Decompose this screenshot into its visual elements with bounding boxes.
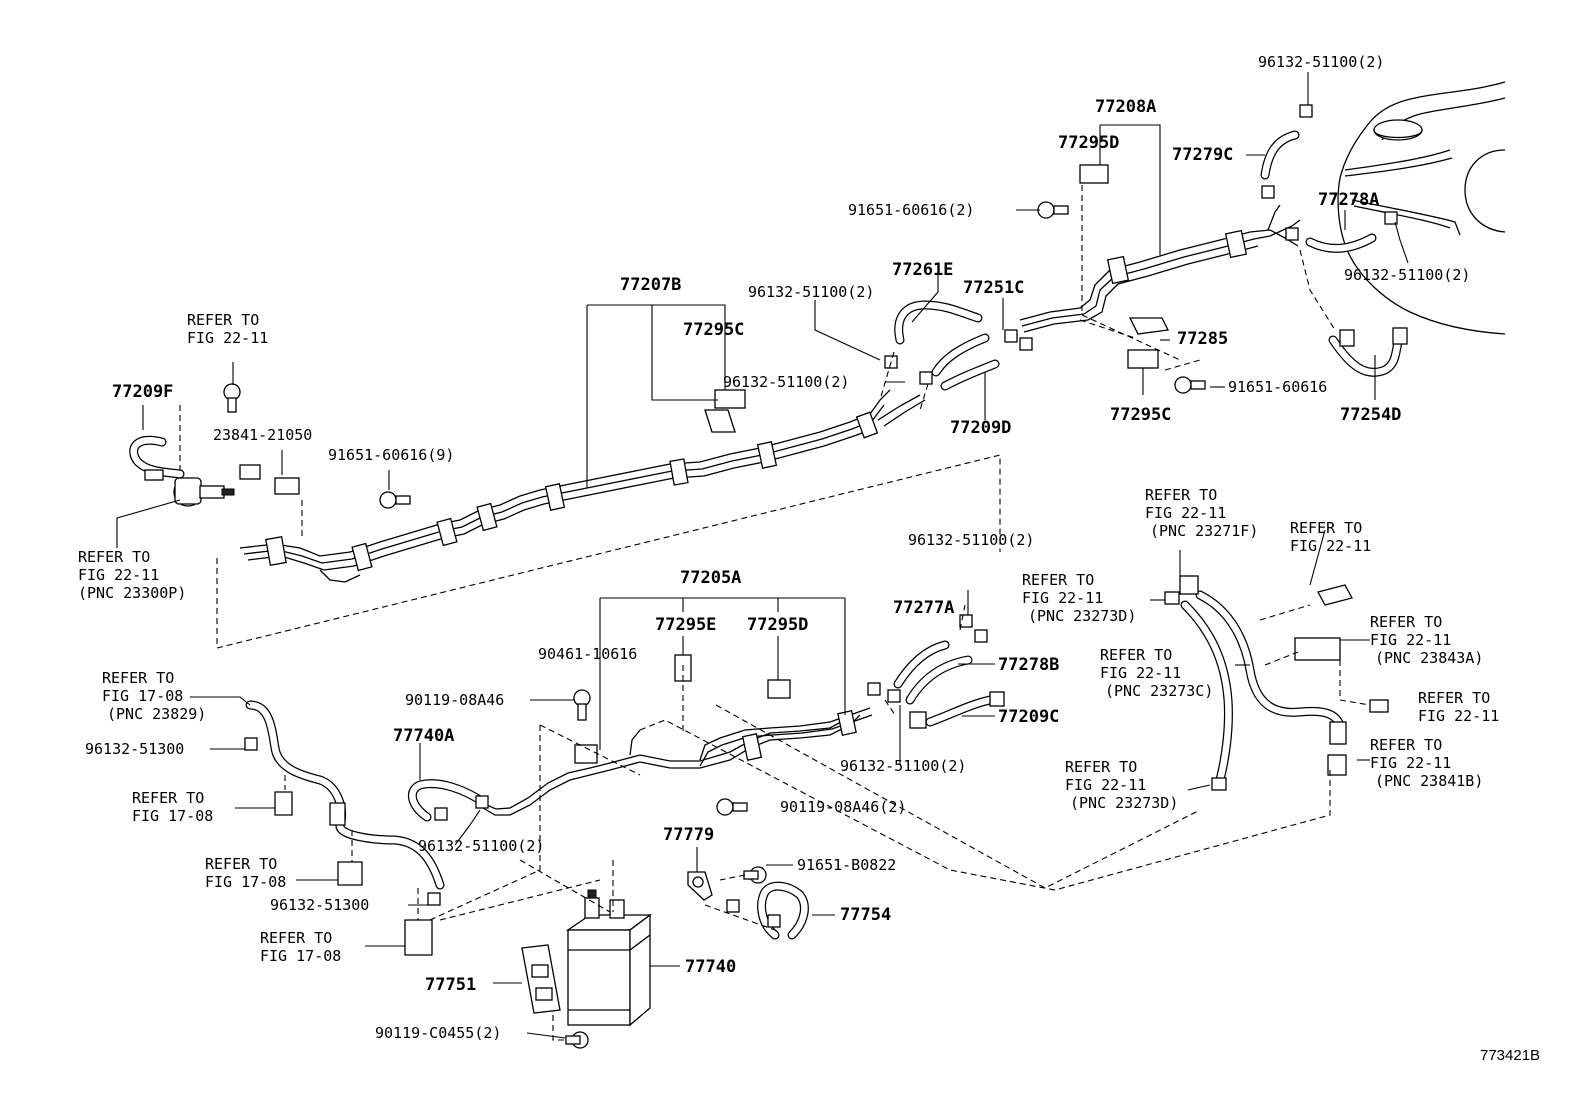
label-77295C-right: 77295C <box>1110 405 1171 425</box>
label-23841-21050: 23841-21050 <box>213 426 312 444</box>
bolt-91651-60616-2 <box>1037 201 1069 219</box>
label-96132-51300-a: 96132-51300 <box>85 740 184 758</box>
fuel-tank-outline <box>1337 81 1506 335</box>
label-77254D: 77254D <box>1340 405 1401 425</box>
label-77277A: 77277A <box>893 598 954 618</box>
ref-pnc-23843a: REFER TO FIG 22-11 (PNC 23843A) <box>1370 613 1483 667</box>
label-77208A: 77208A <box>1095 97 1156 117</box>
label-96132-51100-e: 96132-51100(2) <box>840 757 966 775</box>
label-96132-51100-d: 96132-51100(2) <box>418 837 544 855</box>
ref-pnc-23273c: REFER TO FIG 22-11 (PNC 23273C) <box>1100 646 1213 700</box>
bolt-refer-top <box>223 383 241 413</box>
bolt-91651-60616-9 <box>379 491 411 509</box>
label-91651-60616-2: 91651-60616(2) <box>848 201 974 219</box>
main-fuel-pipe-bundle <box>239 204 1301 583</box>
label-77205A: 77205A <box>680 568 741 588</box>
label-77754: 77754 <box>840 905 891 925</box>
ref-pnc-23841b: REFER TO FIG 22-11 (PNC 23841B) <box>1370 736 1483 790</box>
label-96132-51100-right: 96132-51100(2) <box>1344 266 1470 284</box>
label-77278B: 77278B <box>998 655 1059 675</box>
label-91651-60616-9: 91651-60616(9) <box>328 446 454 464</box>
bolt-90119-08A46-2 <box>716 798 748 816</box>
label-77751: 77751 <box>425 975 476 995</box>
clips-and-fittings <box>144 104 1408 956</box>
label-77740A: 77740A <box>393 726 454 746</box>
ref-pnc-23271f: REFER TO FIG 22-11 (PNC 23271F) <box>1145 486 1258 540</box>
ref-pnc-23273d-b: REFER TO FIG 22-11 (PNC 23273D) <box>1065 758 1178 812</box>
ref-top-left: REFER TO FIG 22-11 <box>187 311 268 347</box>
label-77740: 77740 <box>685 957 736 977</box>
reference-labels: REFER TO FIG 22-11 REFER TO FIG 22-11 (P… <box>78 311 1499 965</box>
bolt-91651-60616 <box>1174 376 1206 394</box>
label-96132-51100-top: 96132-51100(2) <box>1258 53 1384 71</box>
ref-fig-17-08-c: REFER TO FIG 17-08 <box>260 929 341 965</box>
pipe-clamps-lower <box>741 710 857 761</box>
ref-fig-17-08-pnc-23829: REFER TO FIG 17-08 (PNC 23829) <box>102 669 206 723</box>
connector-23841-21050 <box>239 464 300 495</box>
assembly-dashed-lines <box>179 185 1371 1041</box>
label-77285: 77285 <box>1177 329 1228 349</box>
ref-fig-17-08-a: REFER TO FIG 17-08 <box>132 789 213 825</box>
label-77278A: 77278A <box>1318 190 1379 210</box>
label-91651-B0822: 91651-B0822 <box>797 856 896 874</box>
leader-lines <box>116 72 1409 1039</box>
part-labels: 96132-51100(2) 77208A 77295D 77279C 7727… <box>85 53 1540 1064</box>
label-77779: 77779 <box>663 825 714 845</box>
pipe-clamps-upper <box>265 229 1248 572</box>
label-77207B: 77207B <box>620 275 681 295</box>
label-77279C: 77279C <box>1172 145 1233 165</box>
ref-fig-22-11-b: REFER TO FIG 22-11 <box>1418 689 1499 725</box>
label-77295C-top: 77295C <box>683 320 744 340</box>
label-90119-08A46: 90119-08A46 <box>405 691 504 709</box>
label-90119-C0455: 90119-C0455(2) <box>375 1024 501 1042</box>
label-77209C: 77209C <box>998 707 1059 727</box>
bolt-90119-C0455 <box>565 1031 589 1049</box>
label-96132-51100-c: 96132-51100(2) <box>908 531 1034 549</box>
label-96132-51100-mid: 96132-51100(2) <box>748 283 874 301</box>
fuel-pump-module <box>144 469 235 507</box>
label-96132-51300-b: 96132-51300 <box>270 896 369 914</box>
bolt-90119-08A46 <box>573 689 591 721</box>
ref-fig-17-08-b: REFER TO FIG 17-08 <box>205 855 286 891</box>
ref-fig-22-11-a: REFER TO FIG 22-11 <box>1290 519 1371 555</box>
label-77295D-top: 77295D <box>1058 133 1119 153</box>
bolt-91651-B0822 <box>743 866 767 884</box>
label-77251C: 77251C <box>963 278 1024 298</box>
ref-left-pnc-23300p: REFER TO FIG 22-11 (PNC 23300P) <box>78 548 186 602</box>
label-77295E: 77295E <box>655 615 716 635</box>
label-77261E: 77261E <box>892 260 953 280</box>
label-90461-10616: 90461-10616 <box>538 645 637 663</box>
label-77295D-low: 77295D <box>747 615 808 635</box>
label-90119-08A46-2: 90119-08A46(2) <box>780 798 906 816</box>
label-77209F: 77209F <box>112 382 173 402</box>
label-77209D: 77209D <box>950 418 1011 438</box>
charcoal-canister <box>565 889 652 1027</box>
ref-pnc-23273d-a: REFER TO FIG 22-11 (PNC 23273D) <box>1022 571 1136 625</box>
label-96132-51100-mid2: 96132-51100(2) <box>723 373 849 391</box>
canister-bracket-77751 <box>521 944 561 1014</box>
label-91651-60616: 91651-60616 <box>1228 378 1327 396</box>
figure-code: 773421B <box>1480 1047 1540 1064</box>
